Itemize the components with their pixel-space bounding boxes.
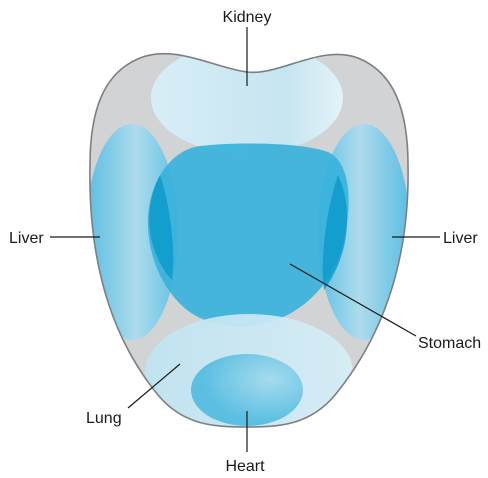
kidney-label: Kidney	[223, 9, 272, 26]
liver-left-label: Liver	[9, 230, 44, 247]
liver-right-label: Liver	[443, 230, 478, 247]
heart-label: Heart	[225, 458, 265, 475]
lung-label: Lung	[86, 410, 122, 427]
stomach-label: Stomach	[418, 335, 481, 352]
